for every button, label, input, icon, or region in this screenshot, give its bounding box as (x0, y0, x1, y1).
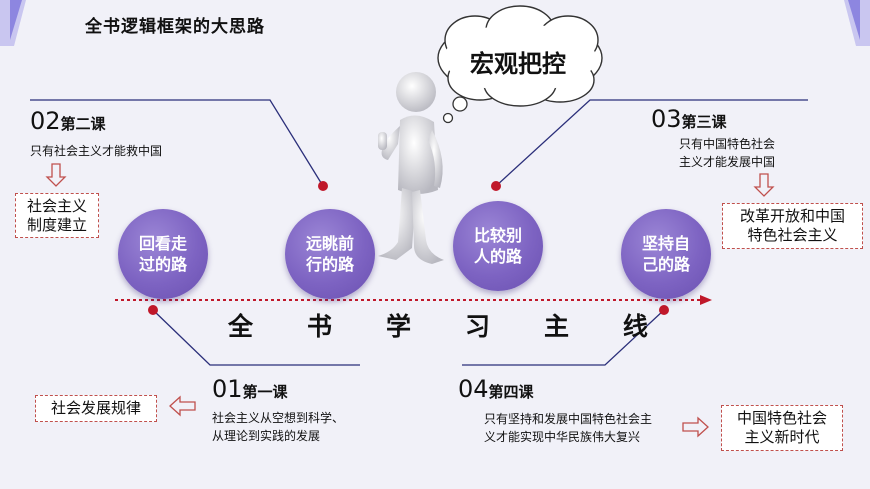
lesson-03-box: 改革开放和中国特色社会主义 (722, 203, 863, 249)
connector-line-l3 (495, 99, 808, 187)
connector-line-l2 (30, 99, 324, 187)
circle-compare: 比较别人的路 (453, 201, 543, 291)
corner-decoration-right (844, 0, 870, 46)
lesson-02-box: 社会主义制度建立 (15, 193, 99, 238)
lesson-01-heading: 01第一课 (212, 375, 288, 403)
lesson-01-desc: 社会主义从空想到科学、 从理论到实践的发展 (212, 411, 345, 443)
circle-look-back: 回看走过的路 (118, 209, 208, 299)
lesson-04-heading: 04第四课 (458, 375, 534, 403)
corner-decoration-left (0, 0, 26, 46)
left-arrow-l1-icon (169, 395, 196, 417)
down-arrow-l2-icon (45, 163, 67, 187)
lesson-04-desc: 只有坚持和发展中国特色社会主 义才能实现中华民族伟大复兴 (484, 412, 653, 444)
lesson-03-heading: 03第三课 (651, 105, 727, 133)
circle-look-ahead: 远眺前行的路 (285, 209, 375, 299)
dot-l4 (659, 305, 669, 315)
main-line-char: 习 (464, 312, 490, 341)
circle-persist: 坚持自己的路 (621, 209, 711, 299)
dot-l2 (318, 181, 328, 191)
main-line-char: 主 (543, 312, 569, 341)
lesson-04-box: 中国特色社会主义新时代 (721, 405, 843, 451)
main-line-char: 学 (385, 312, 411, 341)
main-line-char: 线 (622, 312, 648, 341)
main-arrow-head (700, 295, 712, 305)
down-arrow-l3-icon (753, 173, 775, 197)
main-line-char: 书 (306, 312, 332, 341)
thought-cloud (437, 5, 603, 124)
dot-l3 (491, 181, 501, 191)
lesson-01-box: 社会发展规律 (35, 395, 157, 422)
lesson-02-heading: 02第二课 (30, 107, 106, 135)
dot-l1 (148, 305, 158, 315)
main-line-text: 全 书 学 习 主 线 (228, 307, 648, 343)
lesson-03-desc: 只有中国特色社会 主义才能发展中国 (679, 137, 776, 169)
page-title: 全书逻辑框架的大思路 (85, 17, 265, 37)
right-arrow-l4-icon (682, 416, 709, 438)
thinking-figure-icon (378, 72, 444, 264)
cloud-label: 宏观把控 (470, 50, 566, 78)
lesson-02-desc: 只有社会主义才能救中国 (30, 144, 163, 158)
main-line-char: 全 (228, 312, 254, 341)
connector-line-l4 (462, 309, 665, 366)
connector-line-l1 (152, 309, 360, 366)
